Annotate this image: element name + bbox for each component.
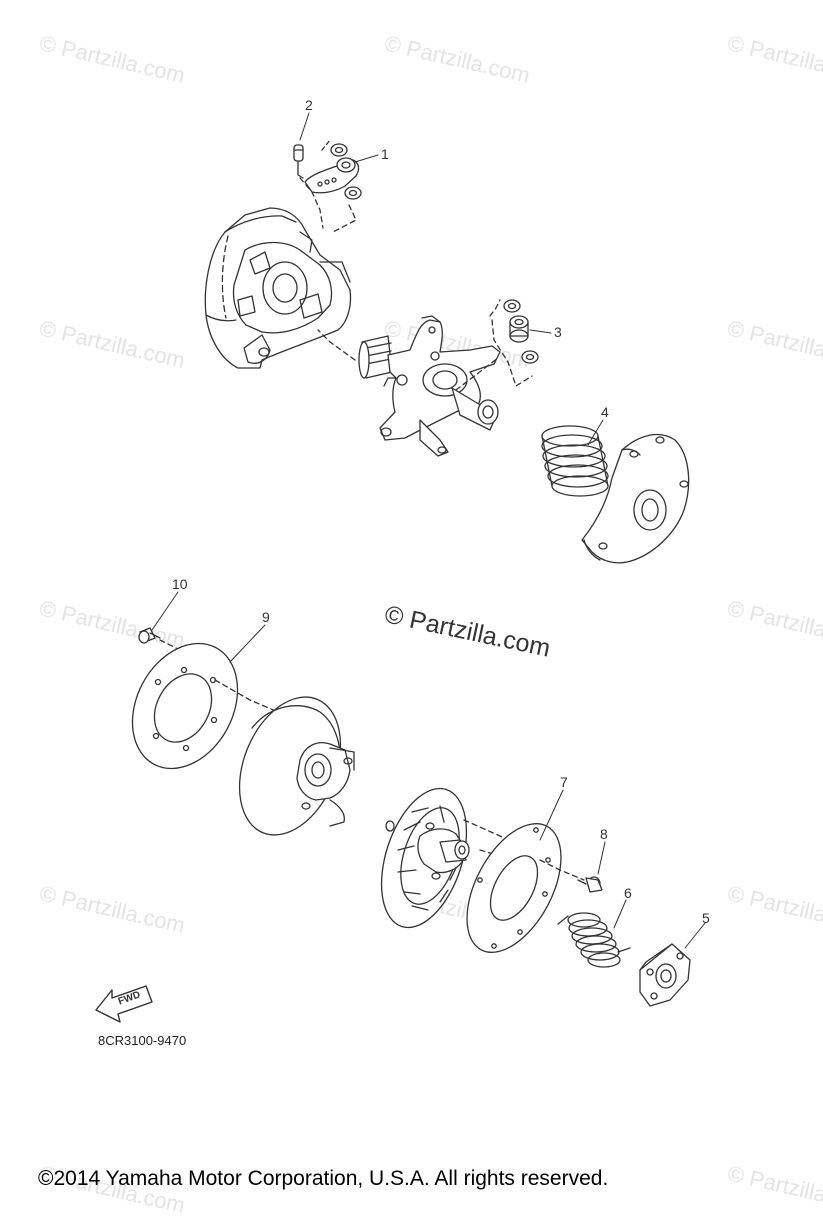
part-3-rollers <box>489 299 539 387</box>
secondary-fixed-sheave <box>238 696 355 836</box>
callout-label: 8 <box>600 826 608 842</box>
part-6-spring <box>557 912 631 968</box>
part-7-plate <box>466 823 585 953</box>
callout-label: 10 <box>172 576 188 592</box>
callout-label: 4 <box>601 404 609 420</box>
part-8-bolt <box>577 876 603 893</box>
part-1-arm-assembly <box>299 139 362 233</box>
part-9-disc-plate <box>131 642 279 770</box>
part-5-cam <box>639 943 691 1007</box>
callout-label: 3 <box>554 324 562 340</box>
callout-leaders <box>151 112 706 949</box>
spring-cover-cap <box>581 433 690 564</box>
fwd-arrow-icon <box>95 985 153 1023</box>
callout-label: 1 <box>381 146 389 162</box>
spider-hub-with-shaft <box>317 315 501 457</box>
callout-label: 9 <box>262 609 270 625</box>
part-2-pin <box>293 144 304 179</box>
callout-label: 6 <box>624 885 632 901</box>
secondary-sliding-sheave <box>380 787 529 929</box>
part-4-spring <box>541 425 609 497</box>
callout-label: 7 <box>560 774 568 790</box>
copyright-notice: ©2014 Yamaha Motor Corporation, U.S.A. A… <box>38 1167 609 1190</box>
callout-label: 5 <box>702 910 710 926</box>
part-code: 8CR3100-9470 <box>98 1033 187 1048</box>
callout-label: 2 <box>305 97 313 113</box>
primary-sheave-housing <box>204 207 352 369</box>
